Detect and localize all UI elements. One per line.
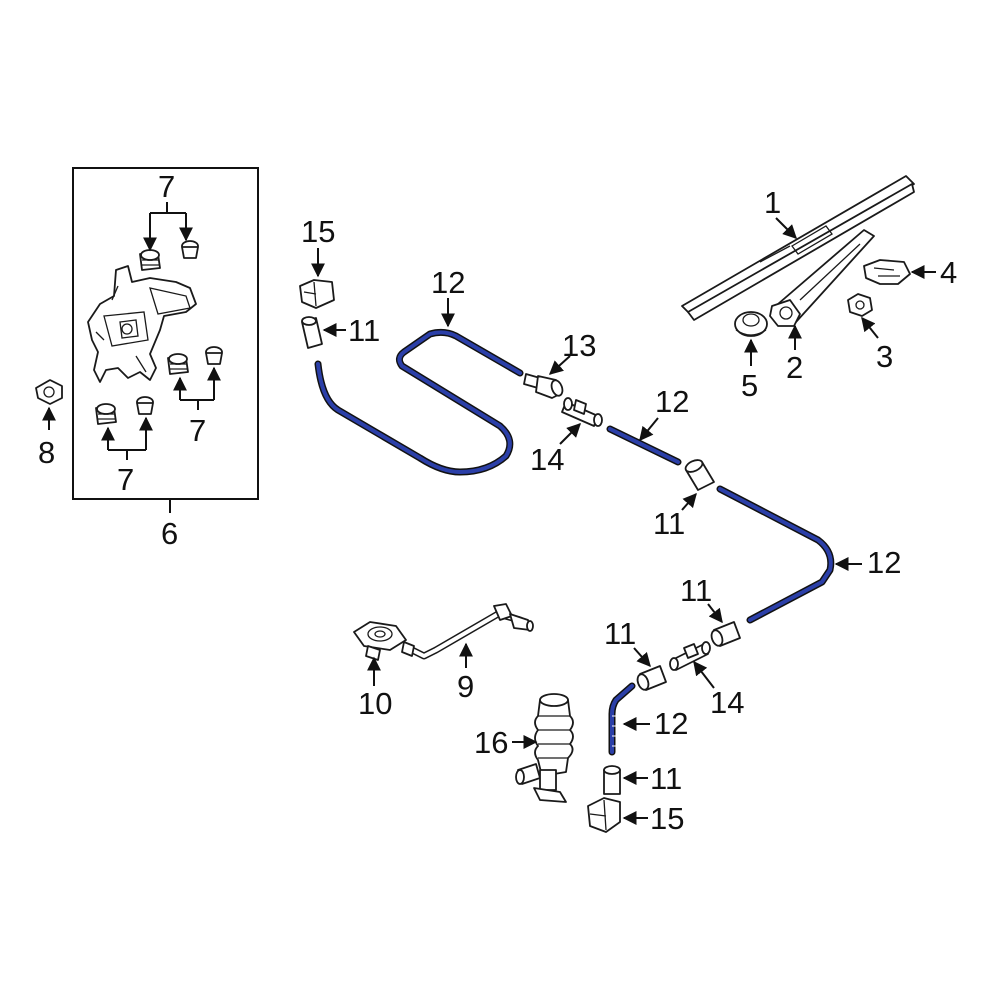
bolt-7-right bbox=[205, 346, 223, 365]
washer-nozzle bbox=[353, 621, 407, 661]
leader-12-middle bbox=[639, 417, 659, 442]
hose-clip-15-top bbox=[299, 279, 335, 309]
callout-5: 5 bbox=[741, 368, 758, 403]
hose-connector-11-right bbox=[710, 621, 741, 647]
callout-11-top: 11 bbox=[348, 313, 380, 348]
washer-pump bbox=[515, 693, 574, 803]
callout-8: 8 bbox=[38, 435, 55, 470]
callout-10: 10 bbox=[358, 686, 392, 721]
callout-11-middle: 11 bbox=[653, 506, 685, 541]
check-valve bbox=[523, 373, 564, 399]
callout-1: 1 bbox=[764, 185, 781, 220]
bolt-7-left bbox=[136, 396, 154, 415]
callout-11-bottom: 11 bbox=[650, 761, 682, 796]
leader-11-right bbox=[707, 603, 723, 624]
leader-7-right bbox=[180, 399, 214, 410]
leader-14-lower bbox=[693, 660, 715, 689]
washer-hose-upper-loop bbox=[314, 328, 524, 476]
callout-14-lower: 14 bbox=[710, 685, 744, 720]
hose-connector-11-middle bbox=[684, 459, 715, 491]
callout-7-right: 7 bbox=[189, 413, 206, 448]
leader-7-left bbox=[108, 449, 146, 460]
callout-6: 6 bbox=[161, 516, 178, 551]
pivot-grommet bbox=[734, 311, 768, 337]
callout-15-bottom: 15 bbox=[650, 801, 684, 836]
hose-connector-11-bottom bbox=[603, 765, 621, 795]
nozzle-hose bbox=[401, 603, 534, 660]
callout-11-lower: 11 bbox=[604, 616, 636, 651]
nut-8 bbox=[35, 379, 63, 405]
leader-1 bbox=[775, 217, 797, 239]
callout-15-top: 15 bbox=[301, 214, 335, 249]
callout-12-bottom: 12 bbox=[654, 706, 688, 741]
callout-14-upper: 14 bbox=[530, 442, 564, 477]
grommet-7-top bbox=[139, 249, 161, 271]
hose-clip-15-bottom bbox=[587, 797, 621, 833]
motor-kit-frame bbox=[72, 167, 259, 500]
washer-hose-lower-short bbox=[608, 682, 636, 756]
callout-12-top: 12 bbox=[431, 265, 465, 300]
tee-connector-14-upper bbox=[561, 397, 603, 427]
callout-11-right: 11 bbox=[680, 573, 712, 608]
wiper-blade bbox=[681, 175, 915, 321]
callout-3: 3 bbox=[876, 339, 893, 374]
bolt-7-top bbox=[181, 240, 199, 259]
callout-2: 2 bbox=[786, 350, 803, 385]
leader-11-lower bbox=[633, 647, 651, 668]
leader-3 bbox=[861, 316, 879, 339]
callout-16: 16 bbox=[474, 725, 508, 760]
arm-nut bbox=[847, 293, 873, 317]
wiper-arm bbox=[769, 229, 875, 327]
wiper-motor bbox=[87, 265, 197, 383]
washer-hose-middle-short bbox=[606, 425, 682, 466]
leader-13 bbox=[548, 355, 571, 375]
grommet-7-right bbox=[167, 353, 189, 375]
callout-7-left: 7 bbox=[117, 462, 134, 497]
leader-7-top bbox=[150, 202, 186, 214]
arm-cap bbox=[863, 259, 911, 285]
grommet-7-left bbox=[95, 403, 117, 425]
leader-11-middle bbox=[681, 492, 697, 511]
hose-connector-11-lower bbox=[636, 665, 667, 691]
callout-12-middle: 12 bbox=[655, 384, 689, 419]
tee-connector-14-lower bbox=[669, 641, 711, 671]
washer-hose-long-bend bbox=[716, 485, 835, 624]
callout-13: 13 bbox=[562, 328, 596, 363]
callout-4: 4 bbox=[940, 255, 957, 290]
hose-connector-11-top bbox=[301, 316, 323, 349]
leader-14-upper bbox=[559, 423, 581, 445]
callout-12-right: 12 bbox=[867, 545, 901, 580]
callout-7-top: 7 bbox=[158, 169, 175, 204]
callout-9: 9 bbox=[457, 669, 474, 704]
